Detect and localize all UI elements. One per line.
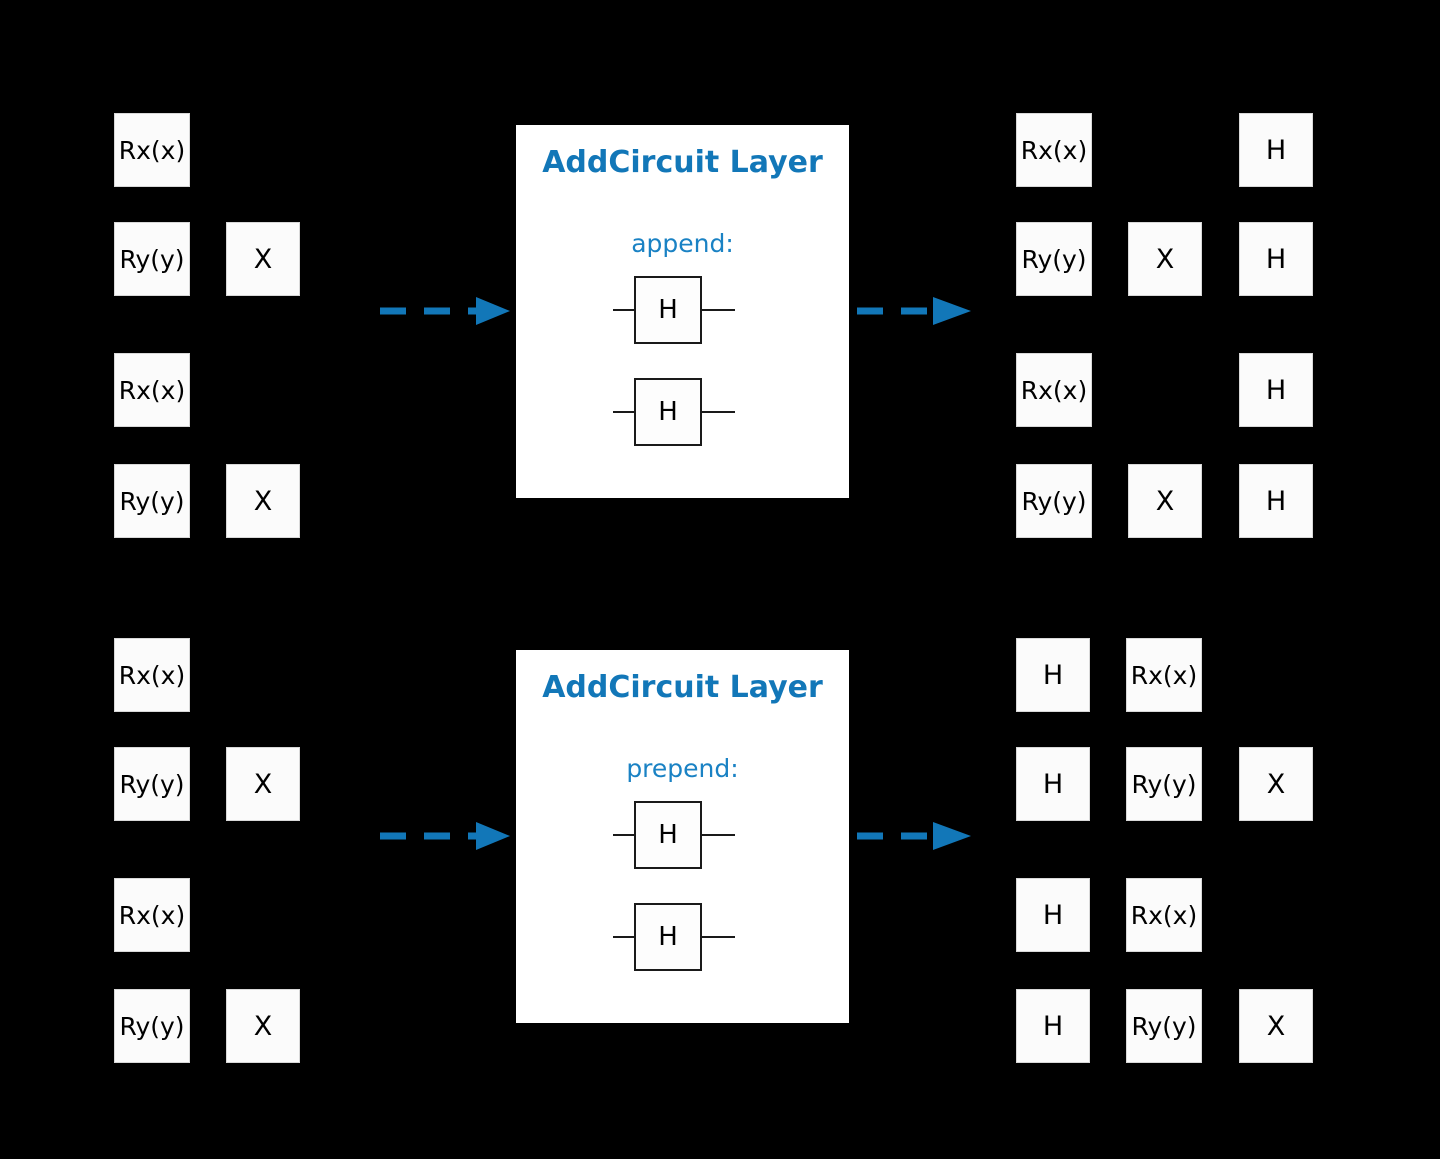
gate-output2-r3c1: H	[1016, 878, 1090, 952]
panel-gate-h-4: H	[634, 903, 702, 971]
wire-left-1	[613, 309, 635, 311]
gate-output-r2c3: H	[1239, 222, 1313, 296]
panel-gate-h-3: H	[634, 801, 702, 869]
arrow-head-icon	[476, 822, 510, 850]
arrow-input-to-layer-top	[380, 297, 510, 325]
gate-output-r3c3: H	[1239, 353, 1313, 427]
gate-input-r1c1: Rx(x)	[114, 113, 190, 187]
gate-output-r4c1: Ry(y)	[1016, 464, 1092, 538]
gate-output2-r3c2: Rx(x)	[1126, 878, 1202, 952]
arrow-layer-to-output-top	[857, 297, 971, 325]
gate-input2-r1c1: Rx(x)	[114, 638, 190, 712]
gate-input2-r2c2: X	[226, 747, 300, 821]
gate-input2-r3c1: Rx(x)	[114, 878, 190, 952]
gate-input2-r4c1: Ry(y)	[114, 989, 190, 1063]
arrow-head-icon	[476, 297, 510, 325]
gate-output2-r1c1: H	[1016, 638, 1090, 712]
addcircuit-layer-panel-prepend[interactable]: AddCircuit Layer prepend: H H	[516, 650, 849, 1023]
panel-title-append: AddCircuit Layer	[542, 145, 823, 180]
arrow-head-icon	[933, 822, 971, 850]
arrow-head-icon	[933, 297, 971, 325]
panel-gate-h-1: H	[634, 276, 702, 344]
panel-gate-h-2: H	[634, 378, 702, 446]
arrow-input-to-layer-bottom	[380, 822, 510, 850]
addcircuit-layer-panel-append[interactable]: AddCircuit Layer append: H H	[516, 125, 849, 498]
gate-output-r2c1: Ry(y)	[1016, 222, 1092, 296]
gate-output2-r2c2: Ry(y)	[1126, 747, 1202, 821]
gate-output2-r4c1: H	[1016, 989, 1090, 1063]
gate-output2-r2c1: H	[1016, 747, 1090, 821]
wire-left-2	[613, 411, 635, 413]
gate-output2-r4c3: X	[1239, 989, 1313, 1063]
wire-right-3	[702, 834, 735, 836]
gate-output2-r4c2: Ry(y)	[1126, 989, 1202, 1063]
gate-output-r4c3: H	[1239, 464, 1313, 538]
wire-right-2	[702, 411, 735, 413]
panel-title-prepend: AddCircuit Layer	[542, 670, 823, 705]
gate-input2-r2c1: Ry(y)	[114, 747, 190, 821]
gate-input-r4c2: X	[226, 464, 300, 538]
gate-output-r4c2: X	[1128, 464, 1202, 538]
gate-output2-r1c2: Rx(x)	[1126, 638, 1202, 712]
gate-input-r2c1: Ry(y)	[114, 222, 190, 296]
wire-left-3	[613, 834, 635, 836]
wire-left-4	[613, 936, 635, 938]
panel-mode-label-prepend: prepend:	[626, 754, 739, 783]
gate-input-r3c1: Rx(x)	[114, 353, 190, 427]
gate-input2-r4c2: X	[226, 989, 300, 1063]
wire-right-4	[702, 936, 735, 938]
gate-input-r4c1: Ry(y)	[114, 464, 190, 538]
gate-output-r1c3: H	[1239, 113, 1313, 187]
panel-mode-label-append: append:	[631, 229, 734, 258]
gate-output-r2c2: X	[1128, 222, 1202, 296]
gate-input-r2c2: X	[226, 222, 300, 296]
gate-output-r1c1: Rx(x)	[1016, 113, 1092, 187]
arrow-layer-to-output-bottom	[857, 822, 971, 850]
gate-output2-r2c3: X	[1239, 747, 1313, 821]
gate-output-r3c1: Rx(x)	[1016, 353, 1092, 427]
wire-right-1	[702, 309, 735, 311]
